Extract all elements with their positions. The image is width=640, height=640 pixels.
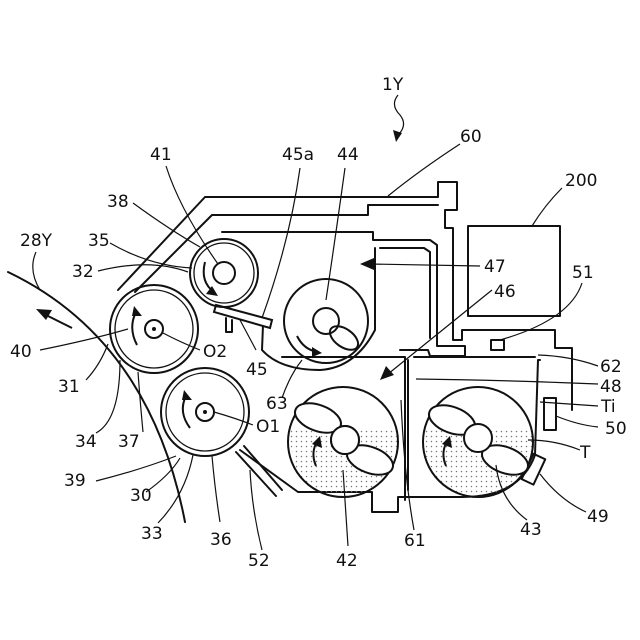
- label-35: 35: [88, 231, 110, 251]
- part-labels: 1Y 60 200 41 45a 44 38 28Y 35 32 47 51 4…: [10, 75, 627, 571]
- sensor-51: [491, 340, 504, 350]
- seal-52: [236, 446, 282, 496]
- developing-roller-30-rotation-arrow: [182, 390, 192, 428]
- label-60: 60: [460, 127, 482, 147]
- label-41: 41: [150, 145, 172, 165]
- label-61: 61: [404, 531, 426, 551]
- label-43: 43: [520, 520, 542, 540]
- label-1y: 1Y: [382, 75, 404, 95]
- label-34: 34: [75, 432, 97, 452]
- label-30: 30: [130, 486, 152, 506]
- label-36: 36: [210, 530, 232, 550]
- axis-o2-point: [152, 327, 156, 331]
- label-44: 44: [337, 145, 359, 165]
- label-33: 33: [141, 524, 163, 544]
- label-37: 37: [118, 432, 140, 452]
- agitator-44: [284, 279, 368, 363]
- label-t: T: [579, 443, 591, 463]
- label-39: 39: [64, 471, 86, 491]
- supply-roller-32: [190, 239, 258, 307]
- label-52: 52: [248, 551, 270, 571]
- label-38: 38: [107, 192, 129, 212]
- label-49: 49: [587, 507, 609, 527]
- label-62: 62: [600, 357, 622, 377]
- label-42: 42: [336, 551, 358, 571]
- label-45a: 45a: [282, 145, 314, 165]
- screw-43-shaft: [464, 424, 492, 452]
- label-ti: Ti: [600, 397, 616, 417]
- label-51: 51: [572, 263, 594, 283]
- screw-42-shaft-top: [331, 426, 359, 454]
- developing-roller-31-rotation-arrow: [132, 306, 142, 345]
- label-45: 45: [246, 360, 268, 380]
- label-48: 48: [600, 377, 622, 397]
- label-28y: 28Y: [20, 231, 53, 251]
- flow-arrow-47: [360, 258, 480, 270]
- label-32: 32: [72, 262, 94, 282]
- label-46: 46: [494, 282, 516, 302]
- photoconductor-drum-arc: [8, 272, 185, 522]
- label-47: 47: [484, 257, 506, 277]
- agitator-44-shaft: [313, 308, 339, 334]
- label-o2: O2: [203, 342, 227, 362]
- label-31: 31: [58, 377, 80, 397]
- supply-roller-shaft: [213, 262, 235, 284]
- label-200: 200: [565, 171, 597, 191]
- label-o1: O1: [256, 417, 280, 437]
- axis-o1-point: [203, 410, 207, 414]
- toner-cartridge-200: [468, 226, 560, 316]
- blade-holder: [226, 318, 232, 332]
- drum-rotation-arrow: [36, 309, 72, 328]
- label-63: 63: [266, 394, 288, 414]
- unit-1y-pointer: [393, 95, 404, 142]
- label-50: 50: [605, 419, 627, 439]
- upper-chamber-partition: [380, 248, 430, 338]
- label-40: 40: [10, 342, 32, 362]
